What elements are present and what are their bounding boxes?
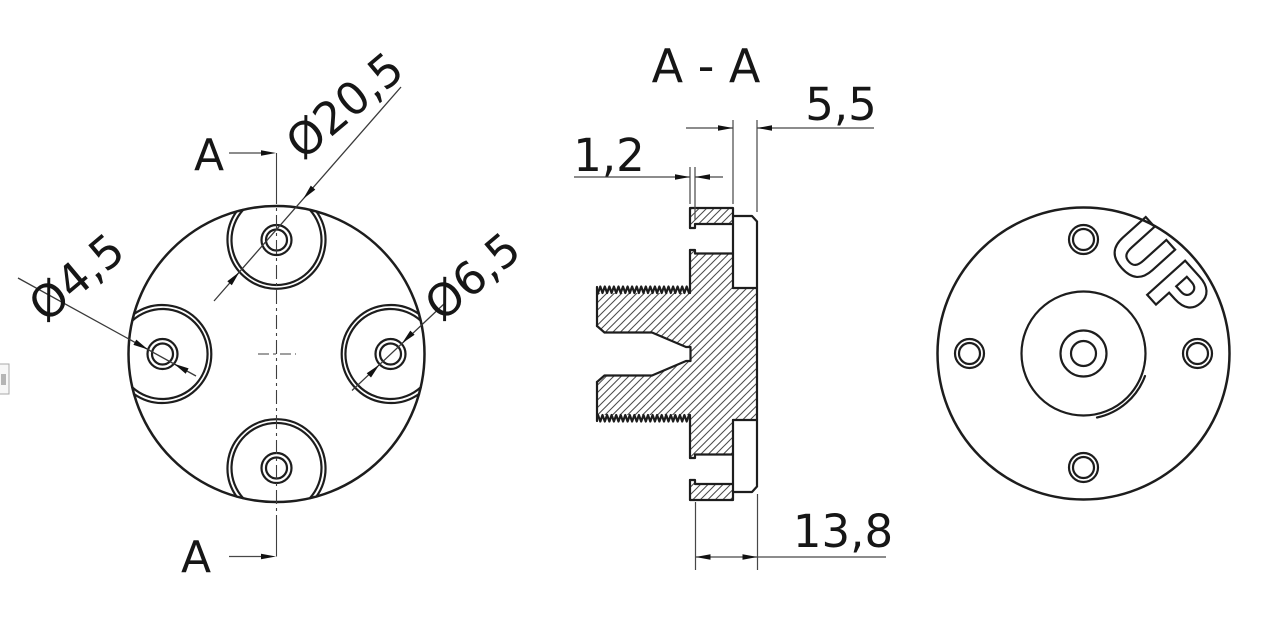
dimension-step: 5,5: [686, 78, 877, 212]
up-engraving: UP: [1091, 203, 1227, 341]
thread-profile-top: [596, 285, 691, 295]
counterbore-top-outline: [688, 222, 735, 255]
dimension-wall: 1,2: [573, 129, 723, 220]
back-view: UP: [936, 202, 1231, 501]
center-hole-chamfer: [1059, 329, 1108, 378]
dim-label-height: 13,8: [793, 505, 893, 558]
dim-label-wall: 1,2: [573, 129, 645, 182]
hatch-boss: [733, 288, 757, 420]
dim-label-pocket-diameter: Ø20,5: [276, 42, 414, 170]
edge-artifact: [0, 363, 10, 395]
front-view: A A Ø20,5 Ø4,5 Ø6,5: [17, 42, 531, 583]
section-marker-top: A: [194, 130, 224, 181]
section-view: 5,5 1,2 13,8 A - A: [573, 39, 893, 570]
pocket-right: [340, 303, 422, 405]
dimension-height: 13,8: [694, 494, 893, 570]
bore-outline: [595, 324, 692, 384]
dimension-hole-diameter: Ø4,5: [17, 223, 197, 377]
stem-edge-arc: [1095, 374, 1147, 419]
hatch-flange: [690, 208, 733, 500]
dim-label-step: 5,5: [805, 78, 877, 131]
back-outer-circle: [936, 206, 1231, 501]
center-hole: [1069, 339, 1098, 368]
dimension-pocket-diameter: Ø20,5: [213, 42, 414, 302]
section-line-A-A: [229, 150, 296, 560]
section-arrow-top: [261, 150, 276, 156]
section-arrow-bottom: [261, 553, 276, 560]
counterbore-bottom: [695, 454, 733, 484]
pocket-left: [131, 303, 213, 405]
flange-outline: [688, 206, 735, 502]
dim-label-hole-diameter: Ø4,5: [19, 223, 135, 332]
front-face-outline: [731, 214, 759, 494]
stem-circle: [1020, 290, 1147, 417]
back-bolt-holes: [953, 223, 1214, 484]
thread-profile-bottom: [596, 413, 691, 423]
counterbore-bottom-outline: [688, 453, 735, 486]
counterbore-top: [695, 224, 733, 254]
section-title: A - A: [652, 39, 761, 93]
section-marker-bottom: A: [181, 532, 211, 583]
